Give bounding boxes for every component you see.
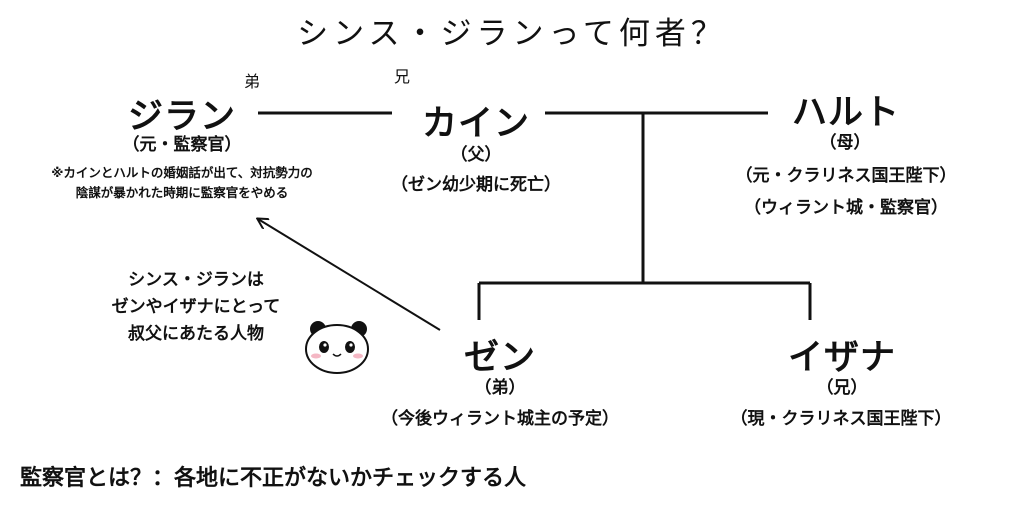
person-role-zen: （弟） xyxy=(474,378,526,398)
person-name-jiran: ジラン xyxy=(127,97,236,137)
jiran-note-line1: ※カインとハルトの婚姻話が出て、対抗勢力の xyxy=(51,165,313,180)
comment-line3: 叔父にあたる人物 xyxy=(128,324,264,344)
uncle-arrow xyxy=(258,219,441,331)
person-detail-zen: （今後ウィラント城主の予定） xyxy=(381,409,619,429)
person-name-haruto: ハルト xyxy=(791,93,900,133)
relation-label-younger: 弟 xyxy=(244,72,261,91)
relation-label-elder: 兄 xyxy=(394,67,411,86)
page-title: シンス・ジランって何者？ xyxy=(297,16,727,52)
person-name-kain: カイン xyxy=(421,104,530,144)
person-detail-izana: （現・クラリネス国王陛下） xyxy=(730,409,952,429)
person-role-kain: （父） xyxy=(450,145,502,165)
person-name-zen: ゼン xyxy=(463,338,536,378)
person-role-haruto: （母） xyxy=(819,133,871,153)
jiran-note-line2: 陰謀が暴かれた時期に監察官をやめる xyxy=(75,185,289,200)
person-role-jiran: （元・監察官） xyxy=(122,135,242,155)
comment-line2: ゼンやイザナにとって xyxy=(111,297,281,317)
person-detail-haruto-2: （ウィラント城・監察官） xyxy=(744,198,948,218)
panda-icon xyxy=(305,321,369,374)
person-name-izana: イザナ xyxy=(787,338,896,378)
comment-line1: シンス・ジランは xyxy=(128,270,264,290)
inspector-definition: 監察官とは？：各地に不正がないかチェックする人 xyxy=(20,466,527,491)
person-detail-haruto-1: （元・クラリネス国王陛下） xyxy=(735,166,957,186)
person-role-izana: （兄） xyxy=(816,378,868,398)
person-detail-kain: （ゼン幼少期に死亡） xyxy=(391,175,561,195)
